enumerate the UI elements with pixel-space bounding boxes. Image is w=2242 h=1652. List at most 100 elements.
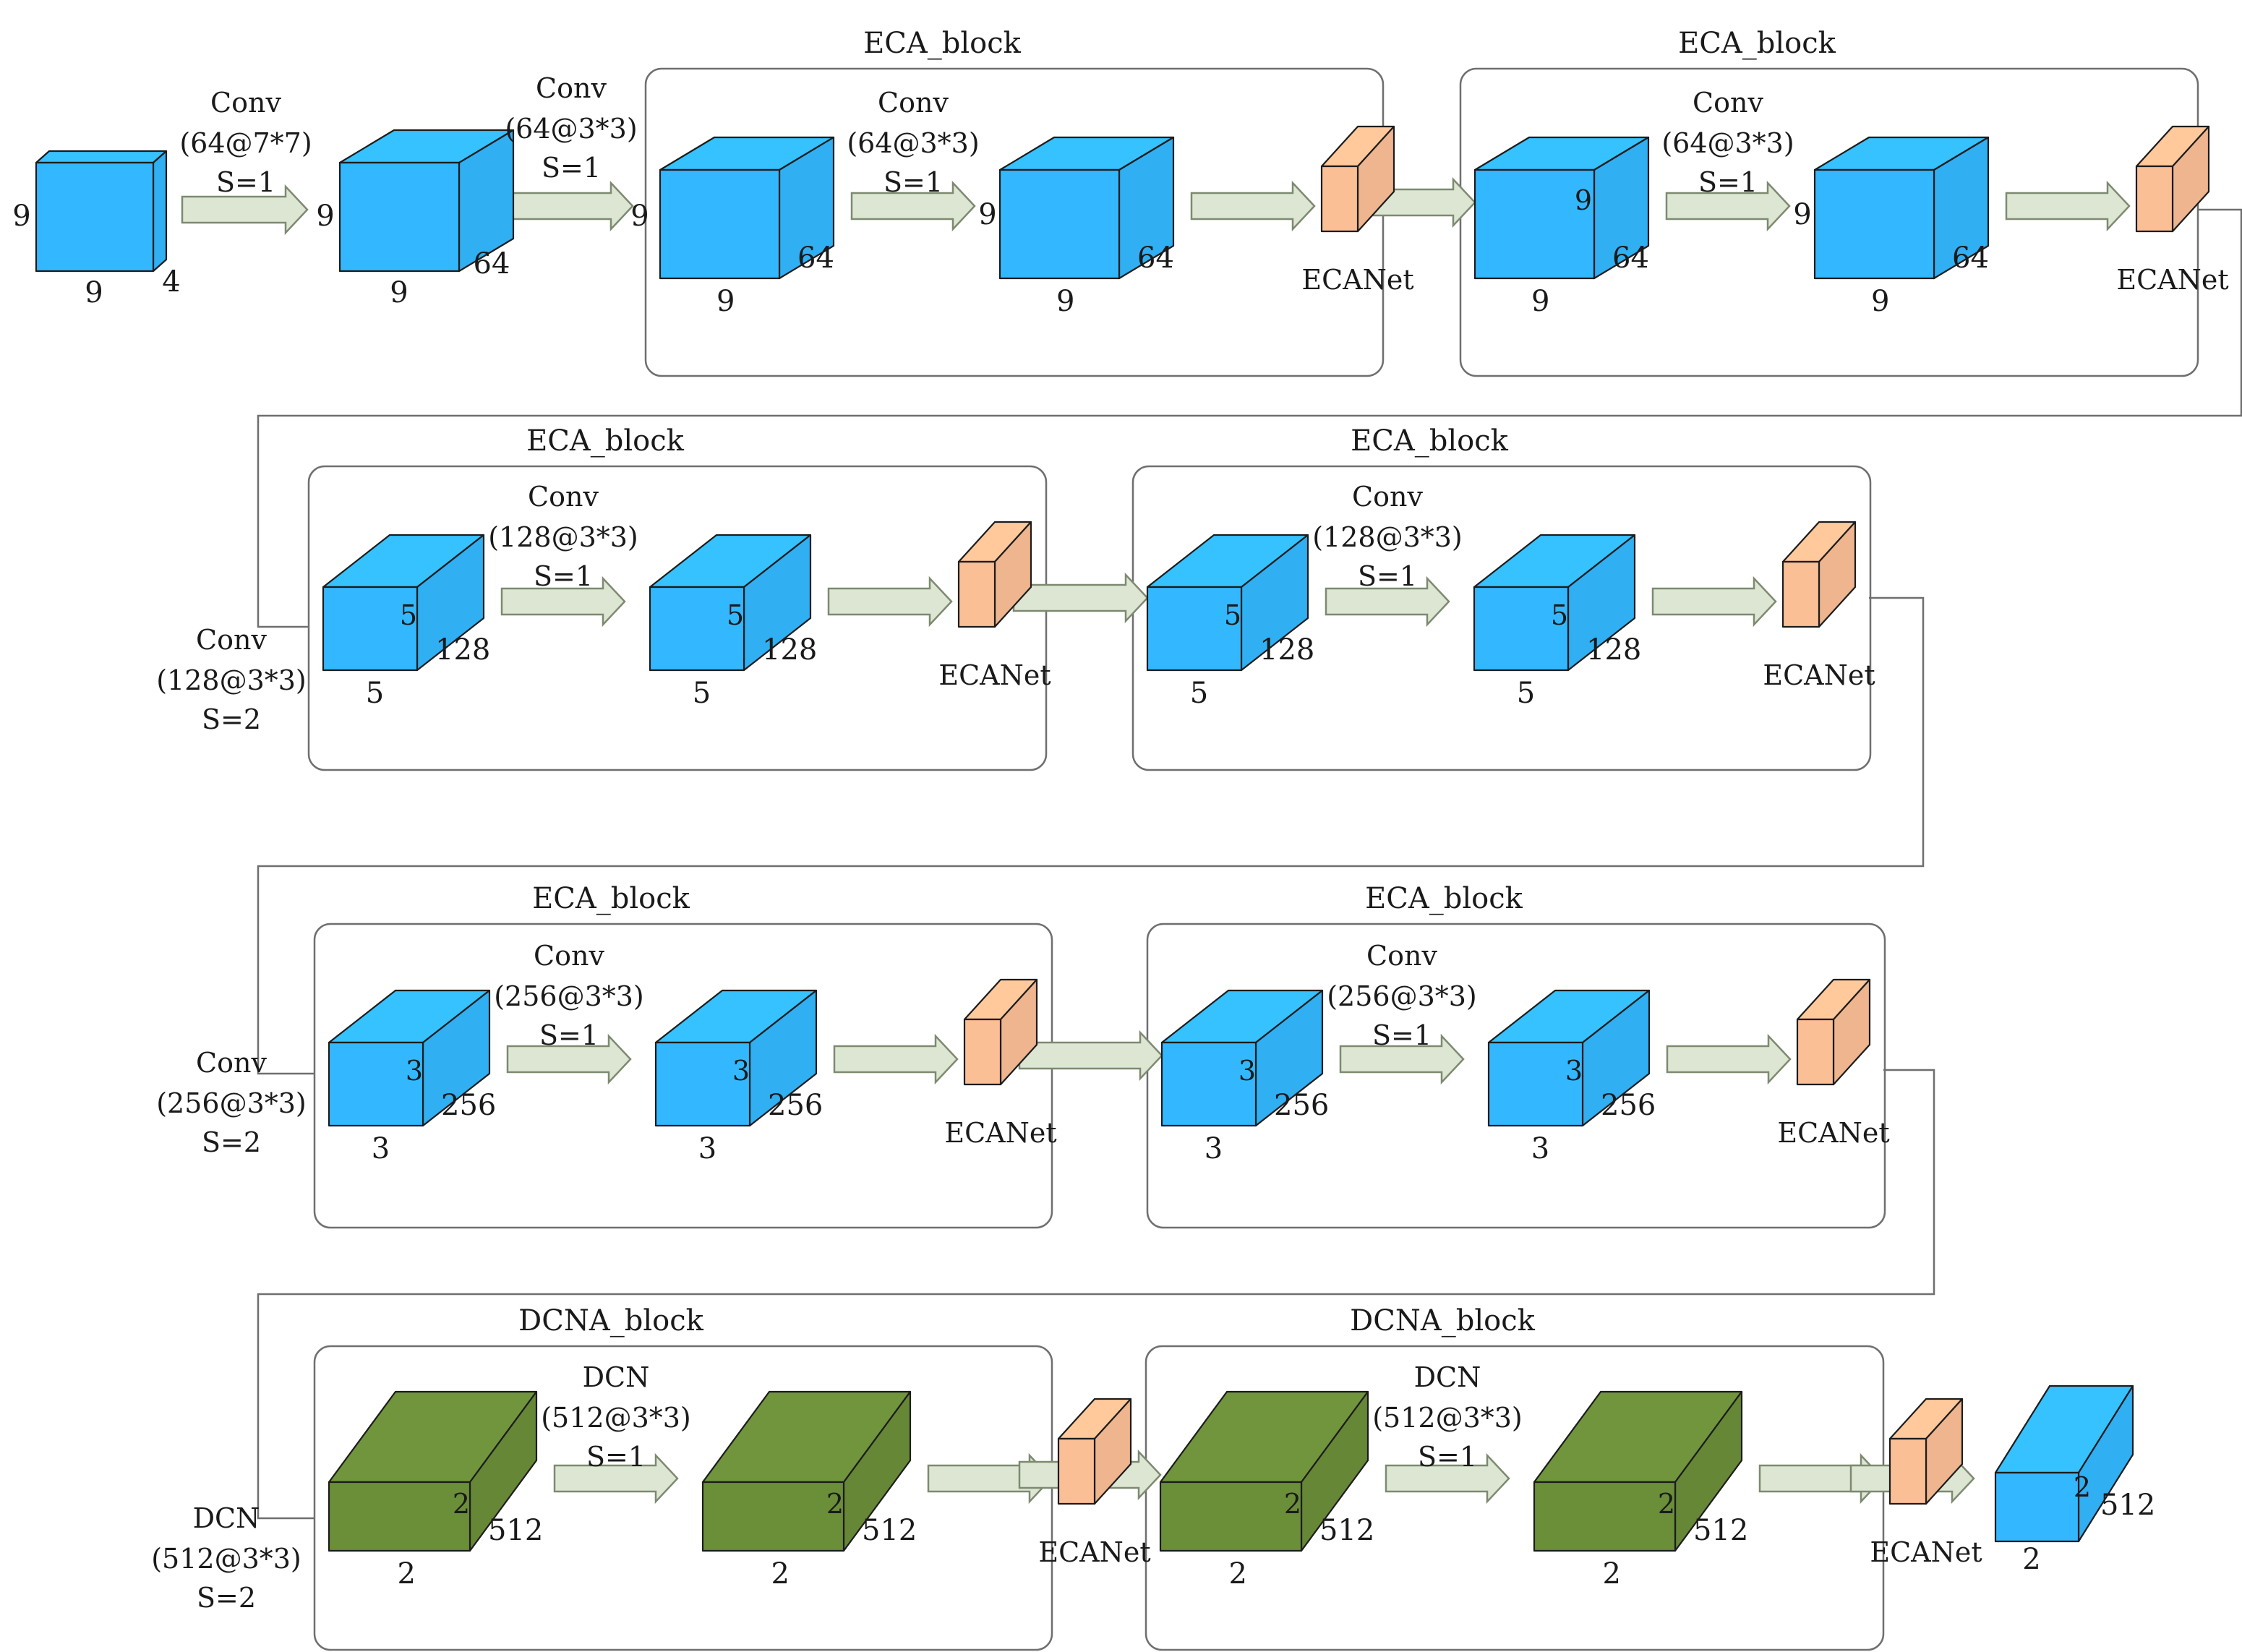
row2-block2-cube1-side-label: 5 <box>1224 599 1241 631</box>
input-front-label: 9 <box>85 276 103 309</box>
row1-block2-cube2 <box>1813 136 1990 280</box>
row2-block2-title: ECA_block <box>1351 424 1509 458</box>
row4-block2-inner-arrow <box>1385 1452 1510 1505</box>
row2-block1-cube2 <box>649 534 812 672</box>
row3-block2-cube2-front-label: 3 <box>1531 1132 1549 1165</box>
input-depth-label: 4 <box>162 265 180 299</box>
row1-block2-ecanet-label: ECANet <box>2116 264 2228 296</box>
row3-block1-cube2-side-label: 3 <box>732 1055 750 1087</box>
input-cube <box>35 150 168 273</box>
row1-block1-cube2-front-label: 9 <box>1056 285 1074 318</box>
row4-block1-cube2-front-label: 2 <box>771 1557 790 1591</box>
row1-block1-module-arrow <box>1190 180 1316 232</box>
row4-block1-title: DCNA_block <box>518 1304 703 1338</box>
row4-block2-title: DCNA_block <box>1350 1304 1535 1338</box>
stem-output-cube <box>338 129 515 273</box>
row1-block1-cube2 <box>998 136 1175 280</box>
row3-block2-cube2 <box>1487 989 1651 1127</box>
row4-block1-cube2 <box>701 1390 912 1552</box>
row3-block2-module-arrow <box>1666 1033 1792 1085</box>
row2-block1-cube1-depth-label: 128 <box>435 633 490 667</box>
row2-block2-ecanet-module <box>1781 521 1857 628</box>
row4-block1-cube1 <box>328 1390 538 1552</box>
output-side-label: 2 <box>2074 1471 2091 1503</box>
row3-block2-ecanet-label: ECANet <box>1777 1117 1889 1149</box>
row3-block1-ecanet-module <box>963 978 1038 1086</box>
row1-block1-cube1-front-label: 9 <box>716 285 735 318</box>
row1-block1-inner-conv-spec: (64@3*3) <box>847 127 979 159</box>
row3-block1-module-arrow <box>833 1033 959 1085</box>
row2-block2-cube1-depth-label: 128 <box>1259 633 1314 667</box>
row4-block1-ecanet-label: ECANet <box>1038 1536 1150 1568</box>
row3-block1-cube1 <box>328 989 491 1127</box>
row3-block2-inner-conv-type: Conv <box>1366 940 1437 972</box>
row1-block2-inner-conv-stride: S=1 <box>1698 166 1758 198</box>
stem-output-side-label: 9 <box>316 200 334 233</box>
row1-block1-inner-conv-type: Conv <box>878 87 949 119</box>
row3-block2-frame <box>1146 923 1886 1229</box>
row3-block1-ecanet-label: ECANet <box>944 1117 1056 1149</box>
row2-block2-cube2 <box>1473 534 1636 672</box>
row3-block1-cube2-front-label: 3 <box>698 1132 716 1165</box>
row3-block1-to-next-arrow <box>1018 1030 1163 1082</box>
row2-block2-frame <box>1131 465 1872 771</box>
row3-block1-cube2 <box>654 989 818 1127</box>
row4-block2-cube1-front-label: 2 <box>1229 1557 1247 1591</box>
row1-block2-inner-conv-type: Conv <box>1693 87 1763 119</box>
row4-entry-conv-stride: S=2 <box>197 1582 256 1614</box>
row1-block2-inner-conv-spec: (64@3*3) <box>1661 127 1794 159</box>
row1-block2-title: ECA_block <box>1678 27 1836 60</box>
row1-block2-cube1-front-label: 9 <box>1531 285 1549 318</box>
row3-block2-cube1-front-label: 3 <box>1205 1132 1223 1165</box>
row2-block1-module-arrow <box>827 575 953 628</box>
row1-block2-inner-arrow <box>1665 180 1791 232</box>
row1-block1-in-conv-spec: (64@3*3) <box>505 113 637 145</box>
row2-block1-cube1 <box>322 534 485 672</box>
input-side-label: 9 <box>12 200 30 233</box>
row3-block2-cube2-depth-label: 256 <box>1601 1089 1656 1122</box>
row4-entry-conv-spec: (512@3*3) <box>151 1543 301 1575</box>
row3-block1-inner-conv-stride: S=1 <box>539 1019 599 1051</box>
row2-block2-inner-conv-stride: S=1 <box>1358 560 1417 592</box>
row2-block1-ecanet-module <box>957 521 1032 628</box>
stem-conv-spec: (64@7*7) <box>179 127 312 159</box>
row2-block1-cube1-side-label: 5 <box>400 599 417 631</box>
row3-entry-conv-spec: (256@3*3) <box>156 1087 307 1119</box>
row1-block2-cube1 <box>1473 136 1650 280</box>
row2-block1-cube2-depth-label: 128 <box>762 633 817 667</box>
row1-block1-cube2-side-label: 9 <box>978 198 996 231</box>
row3-block2-cube2-side-label: 3 <box>1565 1055 1583 1087</box>
row1-block1-cube1-depth-label: 64 <box>797 241 834 275</box>
row1-block1-cube1 <box>659 136 835 280</box>
row2-entry-conv-stride: S=2 <box>202 703 261 735</box>
row4-block2-frame <box>1144 1345 1885 1651</box>
row2-block1-ecanet-label: ECANet <box>938 659 1051 691</box>
row2-block2-inner-conv-type: Conv <box>1352 481 1423 513</box>
row3-block2-title: ECA_block <box>1365 882 1523 915</box>
row3-entry-conv-stride: S=2 <box>202 1126 261 1158</box>
row1-block2-cube2-front-label: 9 <box>1871 285 1889 318</box>
row2-block1-frame <box>307 465 1048 771</box>
row1-block2-module-arrow <box>2005 180 2131 232</box>
row1-block1-frame <box>644 67 1385 377</box>
row3-block1-cube2-depth-label: 256 <box>768 1089 823 1122</box>
row1-block1-inner-arrow <box>850 180 976 232</box>
row3-block2-cube1 <box>1160 989 1324 1127</box>
row4-block1-cube2-depth-label: 512 <box>862 1514 917 1547</box>
row2-block1-cube1-front-label: 5 <box>366 677 384 710</box>
row1-block2-cube1-side-label: 9 <box>1575 184 1592 216</box>
row2-block1-cube2-side-label: 5 <box>727 599 744 631</box>
row3-block1-inner-arrow <box>506 1033 632 1085</box>
row3-block1-frame <box>313 923 1053 1229</box>
row4-entry-conv-type: DCN <box>193 1502 260 1534</box>
row2-block1-inner-conv-type: Conv <box>528 481 599 513</box>
output-cube <box>1994 1384 2134 1543</box>
row2-block2-module-arrow <box>1651 575 1777 628</box>
row4-block2-inner-conv-spec: (512@3*3) <box>1372 1402 1523 1434</box>
row2-block2-cube1 <box>1146 534 1309 672</box>
row2-block2-inner-arrow <box>1325 575 1450 628</box>
row1-block1-inner-conv-stride: S=1 <box>883 166 943 198</box>
row4-block2-cube1-depth-label: 512 <box>1319 1514 1374 1547</box>
row2-block2-inner-conv-spec: (128@3*3) <box>1312 521 1463 553</box>
